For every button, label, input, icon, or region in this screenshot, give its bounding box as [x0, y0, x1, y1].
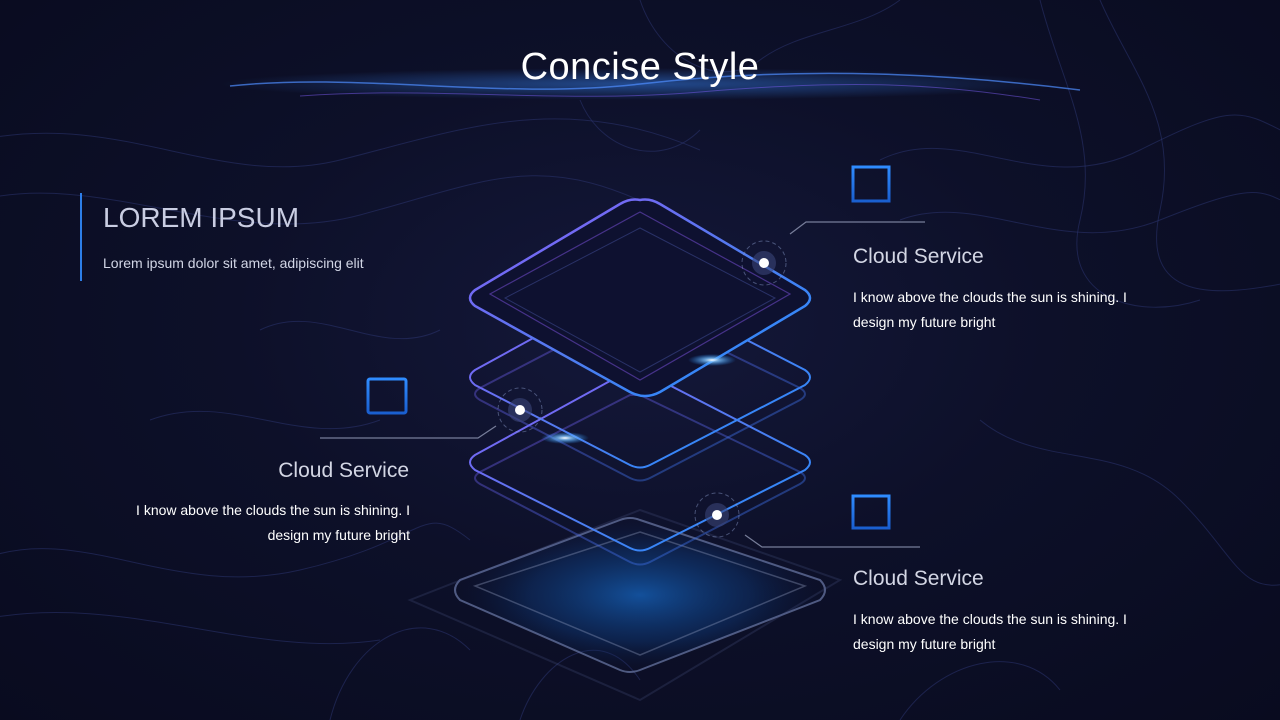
intro-subheading: Lorem ipsum dolor sit amet, adipiscing e… — [103, 255, 364, 271]
item-description-line: design my future bright — [853, 314, 996, 330]
item-description-line: I know above the clouds the sun is shini… — [136, 502, 410, 518]
item-title: Cloud Service — [278, 459, 409, 482]
slide-title: Concise Style — [520, 46, 760, 88]
item-title: Cloud Service — [853, 245, 984, 268]
item-title: Cloud Service — [853, 567, 984, 590]
item-description-line: I know above the clouds the sun is shini… — [853, 611, 1127, 627]
accent-bar — [80, 193, 82, 281]
item-description-line: I know above the clouds the sun is shini… — [853, 289, 1127, 305]
calendar-icon — [851, 491, 891, 530]
item-description: I know above the clouds the sun is shini… — [853, 607, 1173, 657]
item-description-line: design my future bright — [267, 527, 410, 543]
item-description: I know above the clouds the sun is shini… — [100, 498, 410, 548]
browser-window-icon — [366, 377, 408, 415]
window-panel-icon — [851, 165, 891, 203]
item-description-line: design my future bright — [853, 636, 996, 652]
intro-block: LOREM IPSUM Lorem ipsum dolor sit amet, … — [80, 193, 460, 281]
intro-heading: LOREM IPSUM — [103, 202, 300, 233]
item-description: I know above the clouds the sun is shini… — [853, 285, 1173, 335]
